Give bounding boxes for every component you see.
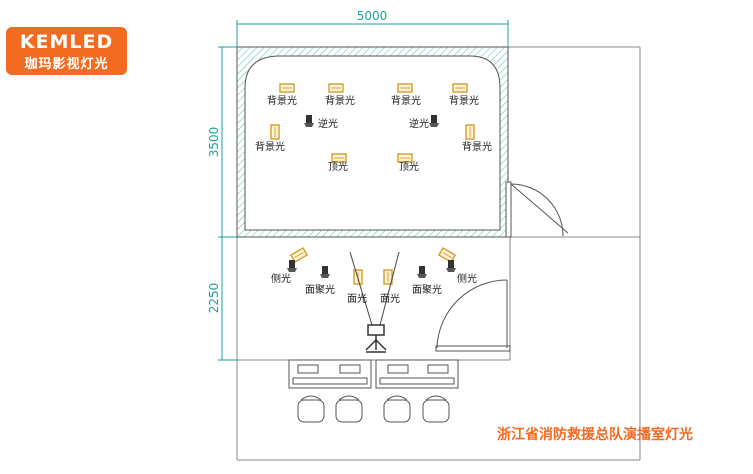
control-desk xyxy=(288,359,459,389)
logo-sub-text: 珈玛影视灯光 xyxy=(24,57,109,72)
dimension-depth-studio-label: 3500 xyxy=(207,127,221,158)
label-background-light-5: 背景光 xyxy=(255,140,285,153)
camera-tripod xyxy=(349,251,400,353)
side-light xyxy=(287,247,456,272)
label-background-light-6: 背景光 xyxy=(462,140,492,153)
operator-chairs xyxy=(297,395,450,423)
studio-room xyxy=(236,46,509,238)
label-top-light-2: 顶光 xyxy=(399,160,419,173)
dimension-depth-studio: 3500 xyxy=(207,46,237,238)
dimension-depth-control: 2250 xyxy=(207,237,237,361)
label-background-light-4: 背景光 xyxy=(449,94,479,107)
label-back-light-2: 逆光 xyxy=(409,117,429,130)
door-lower xyxy=(435,279,511,352)
label-background-light-2: 背景光 xyxy=(325,94,355,107)
label-focus-light-2: 面聚光 xyxy=(412,283,442,296)
label-face-light-1: 面光 xyxy=(347,292,367,305)
label-side-light-1: 侧光 xyxy=(271,272,291,285)
brand-logo: KEMLED 珈玛影视灯光 xyxy=(6,27,127,75)
label-back-light-1: 逆光 xyxy=(318,117,338,130)
label-focus-light-1: 面聚光 xyxy=(305,283,335,296)
label-face-light-2: 面光 xyxy=(380,292,400,305)
dimension-width-label: 5000 xyxy=(357,9,388,23)
dimension-width: 5000 xyxy=(236,9,509,47)
logo-brand-text: KEMLED xyxy=(19,31,114,53)
label-side-light-2: 侧光 xyxy=(457,272,477,285)
diagram-caption: 浙江省消防救援总队演播室灯光 xyxy=(497,427,693,443)
focus-light xyxy=(320,266,427,278)
door-upper xyxy=(505,181,569,238)
label-background-light-1: 背景光 xyxy=(267,94,297,107)
label-top-light-1: 顶光 xyxy=(328,160,348,173)
dimension-depth-control-label: 2250 xyxy=(207,283,221,314)
face-light xyxy=(353,269,393,285)
label-background-light-3: 背景光 xyxy=(391,94,421,107)
